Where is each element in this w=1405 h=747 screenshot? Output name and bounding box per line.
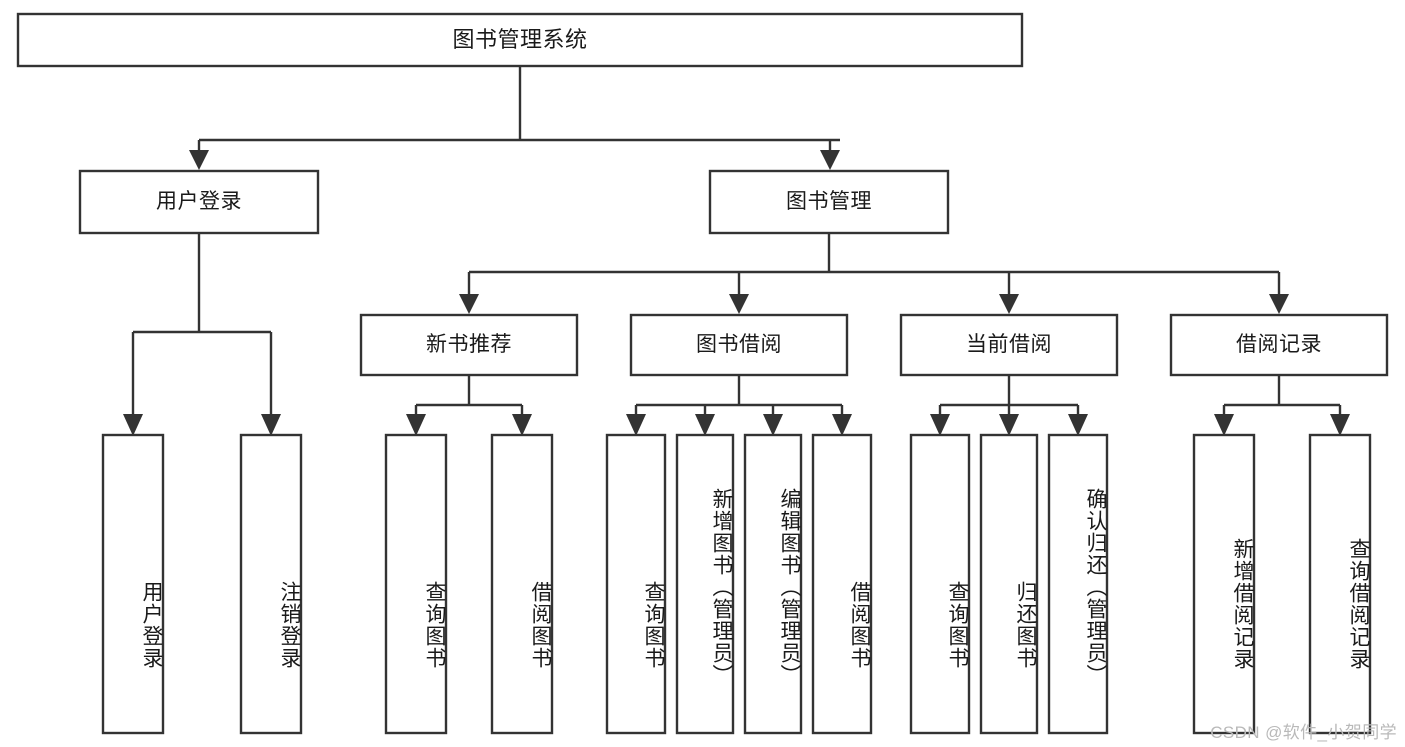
node-box-leaf-book-borrow-2[interactable]: [743, 433, 803, 735]
node-box-leaf-user-login-1[interactable]: [239, 433, 303, 735]
node-box-leaf-borrow-record-1[interactable]: [1308, 433, 1372, 735]
connector-root-to-level2: [189, 66, 840, 170]
node-box-book-management[interactable]: [708, 169, 950, 235]
node-box-leaf-book-borrow-3[interactable]: [811, 433, 873, 735]
node-box-leaf-current-borrow-1[interactable]: [979, 433, 1039, 735]
node-box-leaf-book-borrow-0[interactable]: [605, 433, 667, 735]
connector-bookmgmt-to-level3: [459, 233, 1289, 314]
connector-bookborrow-to-leaves: [626, 375, 852, 436]
node-box-leaf-user-login-0[interactable]: [101, 433, 165, 735]
connector-currentborrow-to-leaves: [930, 375, 1088, 436]
connector-newbook-to-leaves: [406, 375, 532, 436]
node-box-leaf-book-borrow-1[interactable]: [675, 433, 735, 735]
node-box-root[interactable]: [16, 12, 1024, 68]
node-box-borrow-record[interactable]: [1169, 313, 1389, 377]
node-box-user-login[interactable]: [78, 169, 320, 235]
watermark-text: CSDN @软件_小贺同学: [1210, 723, 1397, 742]
node-box-leaf-current-borrow-2[interactable]: [1047, 433, 1109, 735]
node-box-book-borrow[interactable]: [629, 313, 849, 377]
node-box-leaf-current-borrow-0[interactable]: [909, 433, 971, 735]
connector-borrowrecord-to-leaves: [1214, 375, 1350, 436]
node-box-new-book-recommend[interactable]: [359, 313, 579, 377]
node-box-current-borrow[interactable]: [899, 313, 1119, 377]
node-box-leaf-new-book-1[interactable]: [490, 433, 554, 735]
node-box-leaf-borrow-record-0[interactable]: [1192, 433, 1256, 735]
connector-userlogin-to-leaves: [123, 233, 281, 436]
node-box-leaf-new-book-0[interactable]: [384, 433, 448, 735]
